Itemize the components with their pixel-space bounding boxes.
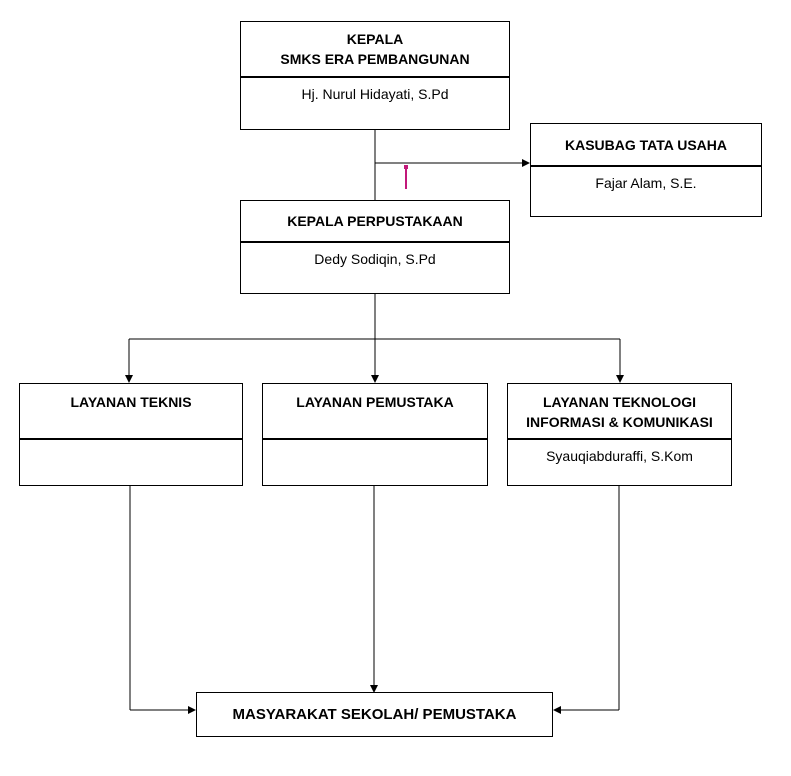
layanan-teknis-box: LAYANAN TEKNIS	[19, 383, 243, 486]
perpustakaan-box: KEPALA PERPUSTAKAAN Dedy Sodiqin, S.Pd	[240, 200, 510, 294]
kasubag-box: KASUBAG TATA USAHA Fajar Alam, S.E.	[530, 123, 762, 217]
kepala-box: KEPALA SMKS ERA PEMBANGUNAN Hj. Nurul Hi…	[240, 21, 510, 130]
layanan-tik-header: LAYANAN TEKNOLOGI INFORMASI & KOMUNIKASI	[508, 384, 731, 440]
kepala-title-line2: SMKS ERA PEMBANGUNAN	[280, 51, 470, 67]
layanan-tik-title-line2: INFORMASI & KOMUNIKASI	[526, 414, 713, 430]
kepala-name: Hj. Nurul Hidayati, S.Pd	[301, 86, 449, 102]
masyarakat-box: MASYARAKAT SEKOLAH/ PEMUSTAKA	[196, 692, 553, 737]
layanan-tik-title-line1: LAYANAN TEKNOLOGI	[543, 394, 696, 410]
layanan-pemustaka-box: LAYANAN PEMUSTAKA	[262, 383, 488, 486]
kasubag-title: KASUBAG TATA USAHA	[531, 124, 761, 167]
kepala-title-line1: KEPALA	[346, 31, 404, 47]
layanan-teknis-title: LAYANAN TEKNIS	[20, 384, 242, 440]
layanan-pemustaka-name	[263, 440, 487, 446]
layanan-teknis-name	[20, 440, 242, 446]
marker-flag-head	[404, 165, 408, 169]
perpustakaan-title: KEPALA PERPUSTAKAAN	[241, 201, 509, 243]
layanan-tik-box: LAYANAN TEKNOLOGI INFORMASI & KOMUNIKASI…	[507, 383, 732, 486]
layanan-pemustaka-title: LAYANAN PEMUSTAKA	[263, 384, 487, 440]
layanan-tik-name: Syauqiabduraffi, S.Kom	[546, 448, 693, 464]
masyarakat-title: MASYARAKAT SEKOLAH/ PEMUSTAKA	[232, 706, 517, 723]
kepala-header: KEPALA SMKS ERA PEMBANGUNAN	[241, 22, 509, 78]
kasubag-name: Fajar Alam, S.E.	[595, 175, 697, 191]
perpustakaan-name: Dedy Sodiqin, S.Pd	[314, 251, 436, 267]
